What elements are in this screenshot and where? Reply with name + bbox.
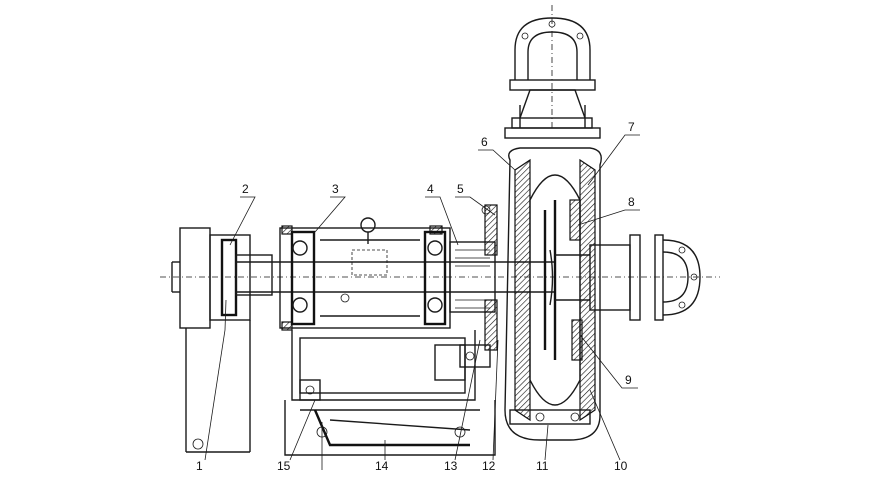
callout-5: 5	[457, 182, 464, 196]
callout-2: 2	[242, 182, 249, 196]
bearing-housing	[279, 217, 451, 331]
callout-4: 4	[427, 182, 434, 196]
frame-base	[284, 330, 496, 470]
callout-7: 7	[628, 120, 635, 134]
callout-10: 10	[614, 459, 628, 473]
callout-3: 3	[332, 182, 339, 196]
callout-labels: 1 2 3 4 5 6 7 8 9 10 11 12 13 14 15	[196, 120, 635, 473]
callout-11: 11	[536, 459, 549, 473]
discharge-pipe	[504, 5, 601, 139]
callout-1: 1	[196, 459, 203, 473]
suction-pipe	[555, 234, 701, 321]
pump-casing	[504, 147, 602, 441]
callout-14: 14	[375, 459, 389, 473]
callout-9: 9	[625, 373, 632, 387]
shaft	[160, 261, 720, 293]
callout-12: 12	[482, 459, 496, 473]
callout-8: 8	[628, 195, 635, 209]
leader-lines	[204, 134, 640, 461]
callout-13: 13	[444, 459, 458, 473]
callout-6: 6	[481, 135, 488, 149]
callout-15: 15	[277, 459, 291, 473]
seal-assembly	[449, 204, 498, 368]
coupling	[171, 227, 273, 453]
